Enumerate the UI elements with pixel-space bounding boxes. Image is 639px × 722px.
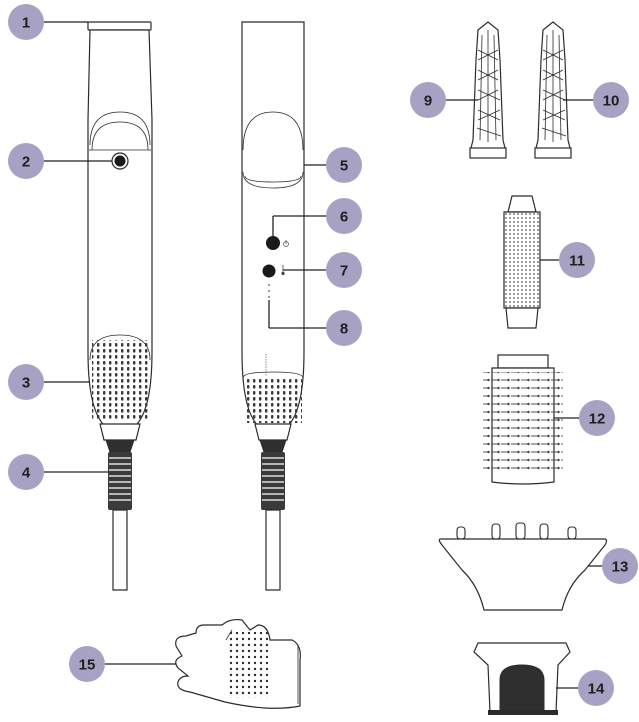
callout-2: 2 (8, 143, 44, 179)
svg-text:4: 4 (22, 465, 31, 482)
large-round-brush (483, 354, 563, 485)
svg-text:10: 10 (603, 93, 620, 110)
callout-4: 4 (8, 454, 44, 490)
svg-text:13: 13 (612, 559, 629, 576)
diffuser-attachment (438, 522, 608, 611)
air-intake-vent (92, 340, 148, 420)
cord-strain-relief (108, 452, 132, 510)
svg-text:5: 5 (340, 158, 348, 175)
curl-barrel-left (469, 21, 507, 159)
svg-text:1: 1 (22, 15, 30, 32)
svg-text:8: 8 (340, 321, 348, 338)
svg-text:14: 14 (588, 681, 605, 698)
indicator-lights (268, 284, 270, 298)
callout-6: 6 (326, 198, 362, 234)
heat-resistant-glove (175, 618, 301, 709)
callout-7: 7 (326, 252, 362, 288)
thermometer-icon (281, 265, 285, 276)
concentrator-nozzle (473, 642, 571, 715)
callout-8: 8 (326, 310, 362, 346)
callout-1: 1 (8, 4, 44, 40)
svg-text:7: 7 (340, 263, 348, 280)
callout-3: 3 (8, 364, 44, 400)
callout-15: 15 (69, 646, 105, 682)
svg-text:15: 15 (79, 657, 96, 674)
rotate-button[interactable] (111, 152, 129, 170)
svg-text:3: 3 (22, 375, 30, 392)
rear-vent (244, 378, 302, 423)
styler-handle-back (241, 21, 305, 591)
callout-11: 11 (559, 242, 595, 278)
svg-text:11: 11 (569, 253, 585, 270)
temperature-button[interactable] (262, 264, 276, 278)
callout-5: 5 (326, 147, 362, 183)
callout-10: 10 (593, 82, 629, 118)
callout-12: 12 (579, 400, 615, 436)
svg-text:9: 9 (424, 93, 432, 110)
styler-handle-front (87, 21, 153, 591)
small-round-brush (503, 195, 541, 329)
leader-lines (44, 21, 610, 689)
power-icon (283, 240, 289, 247)
callout-9: 9 (410, 82, 446, 118)
svg-text:12: 12 (589, 411, 606, 428)
callout-14: 14 (578, 670, 614, 706)
svg-text:6: 6 (340, 209, 348, 226)
curl-barrel-right (534, 21, 572, 159)
callout-13: 13 (602, 548, 638, 584)
power-button[interactable] (266, 236, 280, 250)
svg-text:2: 2 (22, 154, 30, 171)
